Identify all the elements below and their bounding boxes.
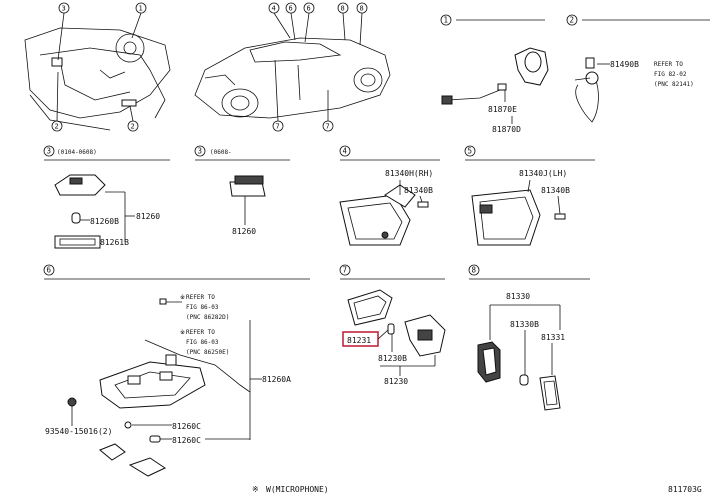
svg-text:REFER TO: REFER TO	[654, 61, 683, 68]
svg-text:3: 3	[198, 147, 203, 156]
part-93540-15016: 93540-15016(2)	[45, 427, 112, 436]
part-81230: 81230	[384, 377, 408, 386]
callout-2-left-a: 2	[51, 71, 63, 132]
part-81260: 81260	[136, 212, 160, 221]
svg-text:7: 7	[276, 123, 280, 131]
callout-6-car-a: 6	[285, 2, 297, 41]
part-81340J: 81340J(LH)	[519, 169, 567, 178]
svg-text:(PNC 82141): (PNC 82141)	[654, 81, 694, 88]
callout-7-car-a: 7	[272, 59, 284, 132]
svg-text:FIG 86-03: FIG 86-03	[186, 304, 219, 311]
car-exterior-illustration	[194, 37, 391, 119]
callout-4-car: 4	[268, 2, 291, 39]
section-7: 7 81231 81230B 81230	[339, 264, 446, 386]
svg-text:※: ※	[252, 485, 259, 494]
svg-text:7: 7	[343, 266, 348, 275]
svg-text:※: ※	[180, 294, 185, 301]
part-81230B: 81230B	[378, 354, 407, 363]
svg-text:5: 5	[468, 147, 473, 156]
svg-text:3: 3	[62, 5, 66, 13]
part-81331: 81331	[541, 333, 565, 342]
svg-text:4: 4	[343, 147, 348, 156]
callout-7-car-b: 7	[322, 90, 334, 132]
section-5: 5 81340J(LH) 81340B	[464, 145, 595, 246]
part-81340H: 81340H(RH)	[385, 169, 433, 178]
svg-text:3: 3	[47, 147, 52, 156]
svg-text:(PNC 86250E): (PNC 86250E)	[186, 349, 229, 356]
part-81490B: 81490B	[610, 60, 639, 69]
part-81231: 81231	[347, 336, 371, 345]
part-81870D: 81870D	[492, 125, 521, 134]
part-81340B-rh: 81340B	[404, 186, 433, 195]
svg-text:6: 6	[289, 5, 293, 13]
svg-text:FIG 82-02: FIG 82-02	[654, 71, 687, 78]
callout-1-top: 1	[131, 2, 147, 39]
svg-text:8: 8	[472, 266, 477, 275]
svg-text:1: 1	[139, 5, 143, 13]
part-81260A: 81260A	[262, 375, 291, 384]
section-4: 4 81340H(RH) 81340B	[339, 145, 440, 246]
svg-text:2: 2	[570, 16, 575, 25]
svg-text:1: 1	[444, 16, 449, 25]
svg-text:2: 2	[131, 123, 135, 131]
callout-3-top: 3	[57, 2, 70, 61]
footer-microphone-note: W(MICROPHONE)	[266, 485, 329, 494]
part-81870E: 81870E	[488, 105, 517, 114]
section-8: 8 81330 81330B 81331	[468, 264, 590, 411]
section-1: 1 81870E 81870D	[440, 14, 549, 134]
svg-text:(0608-: (0608-	[210, 149, 232, 156]
diagram-code: 811703G	[668, 485, 702, 494]
part-81261B: 81261B	[100, 238, 129, 247]
svg-text:8: 8	[360, 5, 364, 13]
part-81260C-a: 81260C	[172, 422, 201, 431]
svg-text:FIG 86-03: FIG 86-03	[186, 339, 219, 346]
callout-2-left-b: 2	[127, 105, 139, 132]
section-3-0608: 3 (0608- 81260	[194, 145, 290, 236]
part-81330B: 81330B	[510, 320, 539, 329]
svg-text:※: ※	[180, 329, 185, 336]
svg-text:6: 6	[307, 5, 311, 13]
part-81330: 81330	[506, 292, 530, 301]
svg-text:2: 2	[55, 123, 59, 131]
section-6: 6 REFER TO FIG 86-03 (PNC 86282D) ※ REFE…	[43, 264, 310, 477]
svg-text:6: 6	[47, 266, 52, 275]
svg-text:REFER TO: REFER TO	[186, 294, 215, 301]
part-81340B-lh: 81340B	[541, 186, 570, 195]
svg-text:7: 7	[326, 123, 330, 131]
callout-8-car: 8	[337, 2, 349, 41]
part-81260C-b: 81260C	[172, 436, 201, 445]
part-81260-alt: 81260	[232, 227, 256, 236]
part-81260B: 81260B	[90, 217, 119, 226]
svg-text:REFER TO: REFER TO	[186, 329, 215, 336]
interior-dashboard-illustration	[24, 27, 171, 131]
footer-legend: ※ W(MICROPHONE) 811703G	[252, 485, 702, 494]
section-3-0104-0608: 3 (0104-0608) 81260B 81261B 81260	[43, 145, 170, 249]
section-2: 2 81490B REFER TO FIG 82-02 (PNC 82141)	[566, 14, 710, 123]
svg-text:8: 8	[341, 5, 345, 13]
svg-text:(0104-0608): (0104-0608)	[57, 149, 97, 156]
callout-9-car: 8	[356, 2, 368, 46]
svg-text:(PNC 86282D): (PNC 86282D)	[186, 314, 229, 321]
callout-6-car-b: 6	[303, 2, 315, 43]
svg-text:4: 4	[272, 5, 276, 13]
